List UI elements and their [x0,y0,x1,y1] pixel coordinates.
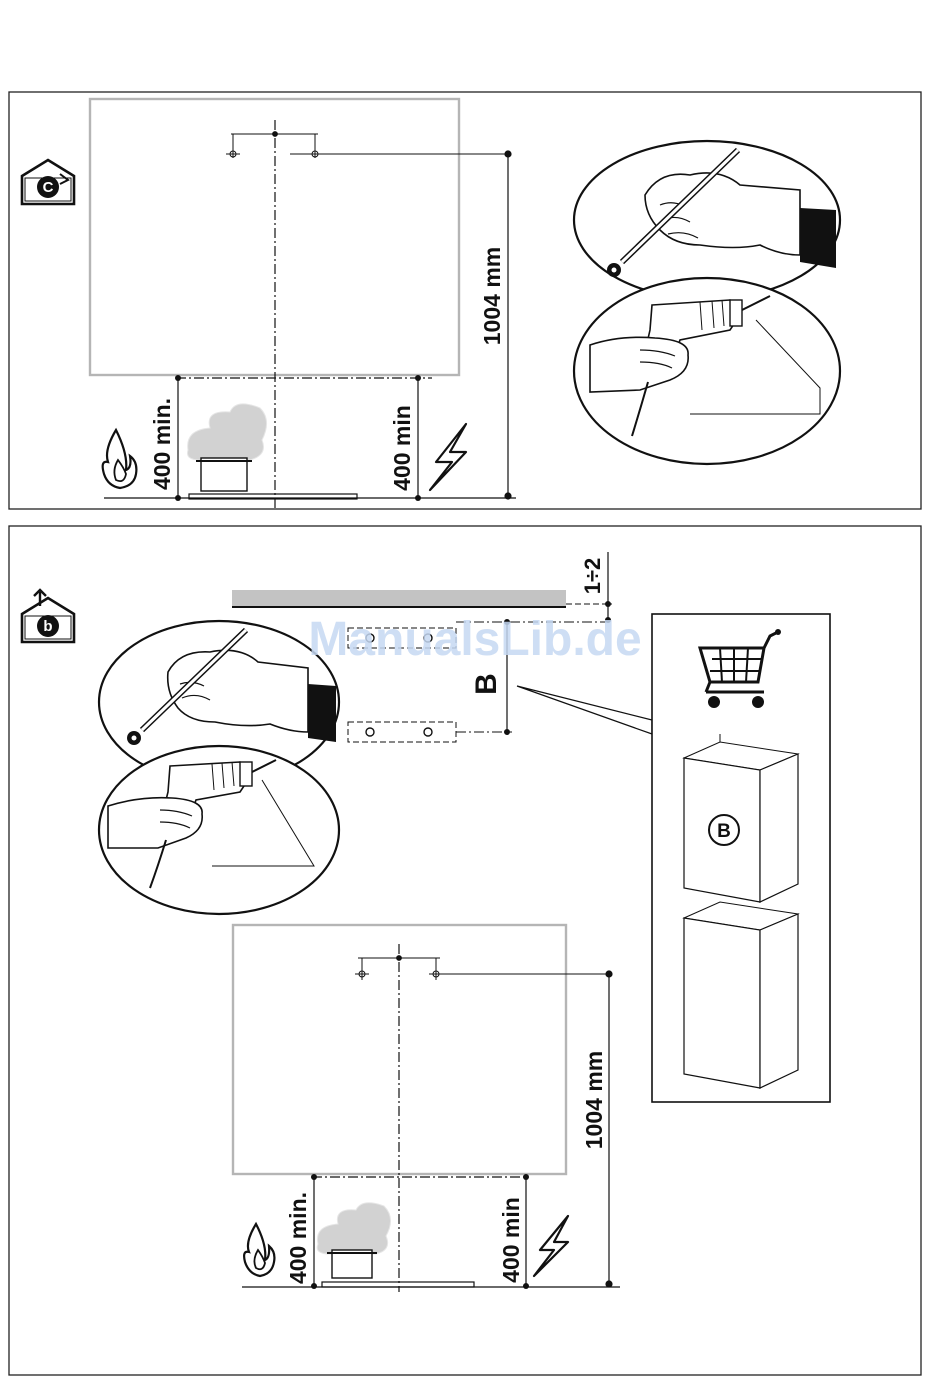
gas-flame-icon [103,430,137,488]
gas-clearance-dimension-2: 400 min. [285,1174,317,1289]
upper-duct-part: B [684,734,798,902]
svg-text:C: C [43,179,54,196]
lower-bracket [348,722,512,742]
drill-marks-2 [355,956,609,980]
electric-clearance-label: 400 min [389,405,415,491]
pot-with-steam [188,404,267,491]
gas-flame-icon-2 [244,1224,274,1276]
height-label-2: 1004 mm [581,1051,607,1149]
svg-text:b: b [43,618,52,635]
top-panel: C 1004 mm [9,92,921,509]
drilling-illustration-2 [99,746,339,914]
duct-part-label: B [717,821,731,842]
marking-illustration [574,141,840,299]
recirculation-house-icon: C [22,160,74,204]
pot-with-steam-2 [317,1203,390,1278]
gap-label: 1÷2 [580,558,605,595]
lightning-icon-2 [534,1216,568,1276]
ceiling-bar [232,590,566,606]
lightning-icon [430,424,466,490]
electric-clearance-dimension: 400 min [389,375,421,501]
gas-clearance-label: 400 min. [149,398,175,490]
extraction-house-icon: b [22,590,74,642]
height-label: 1004 mm [479,247,505,345]
callout-pointer [517,686,652,734]
height-dimension: 1004 mm [479,150,512,499]
drilling-illustration [574,278,840,464]
cooktop-2 [322,1282,474,1287]
drill-marks [226,132,508,158]
gas-clearance-dimension: 400 min. [149,375,181,501]
gas-clearance-label-2: 400 min. [285,1192,311,1284]
lower-duct-part [684,902,798,1088]
electric-clearance-label-2: 400 min [498,1197,524,1283]
watermark: ManualsLib.de [308,613,641,666]
optional-parts-box: B [652,614,830,1102]
electric-clearance-dimension-2: 400 min [498,1174,529,1289]
height-dimension-2: 1004 mm [581,970,613,1287]
bracket-label: B [470,673,503,695]
